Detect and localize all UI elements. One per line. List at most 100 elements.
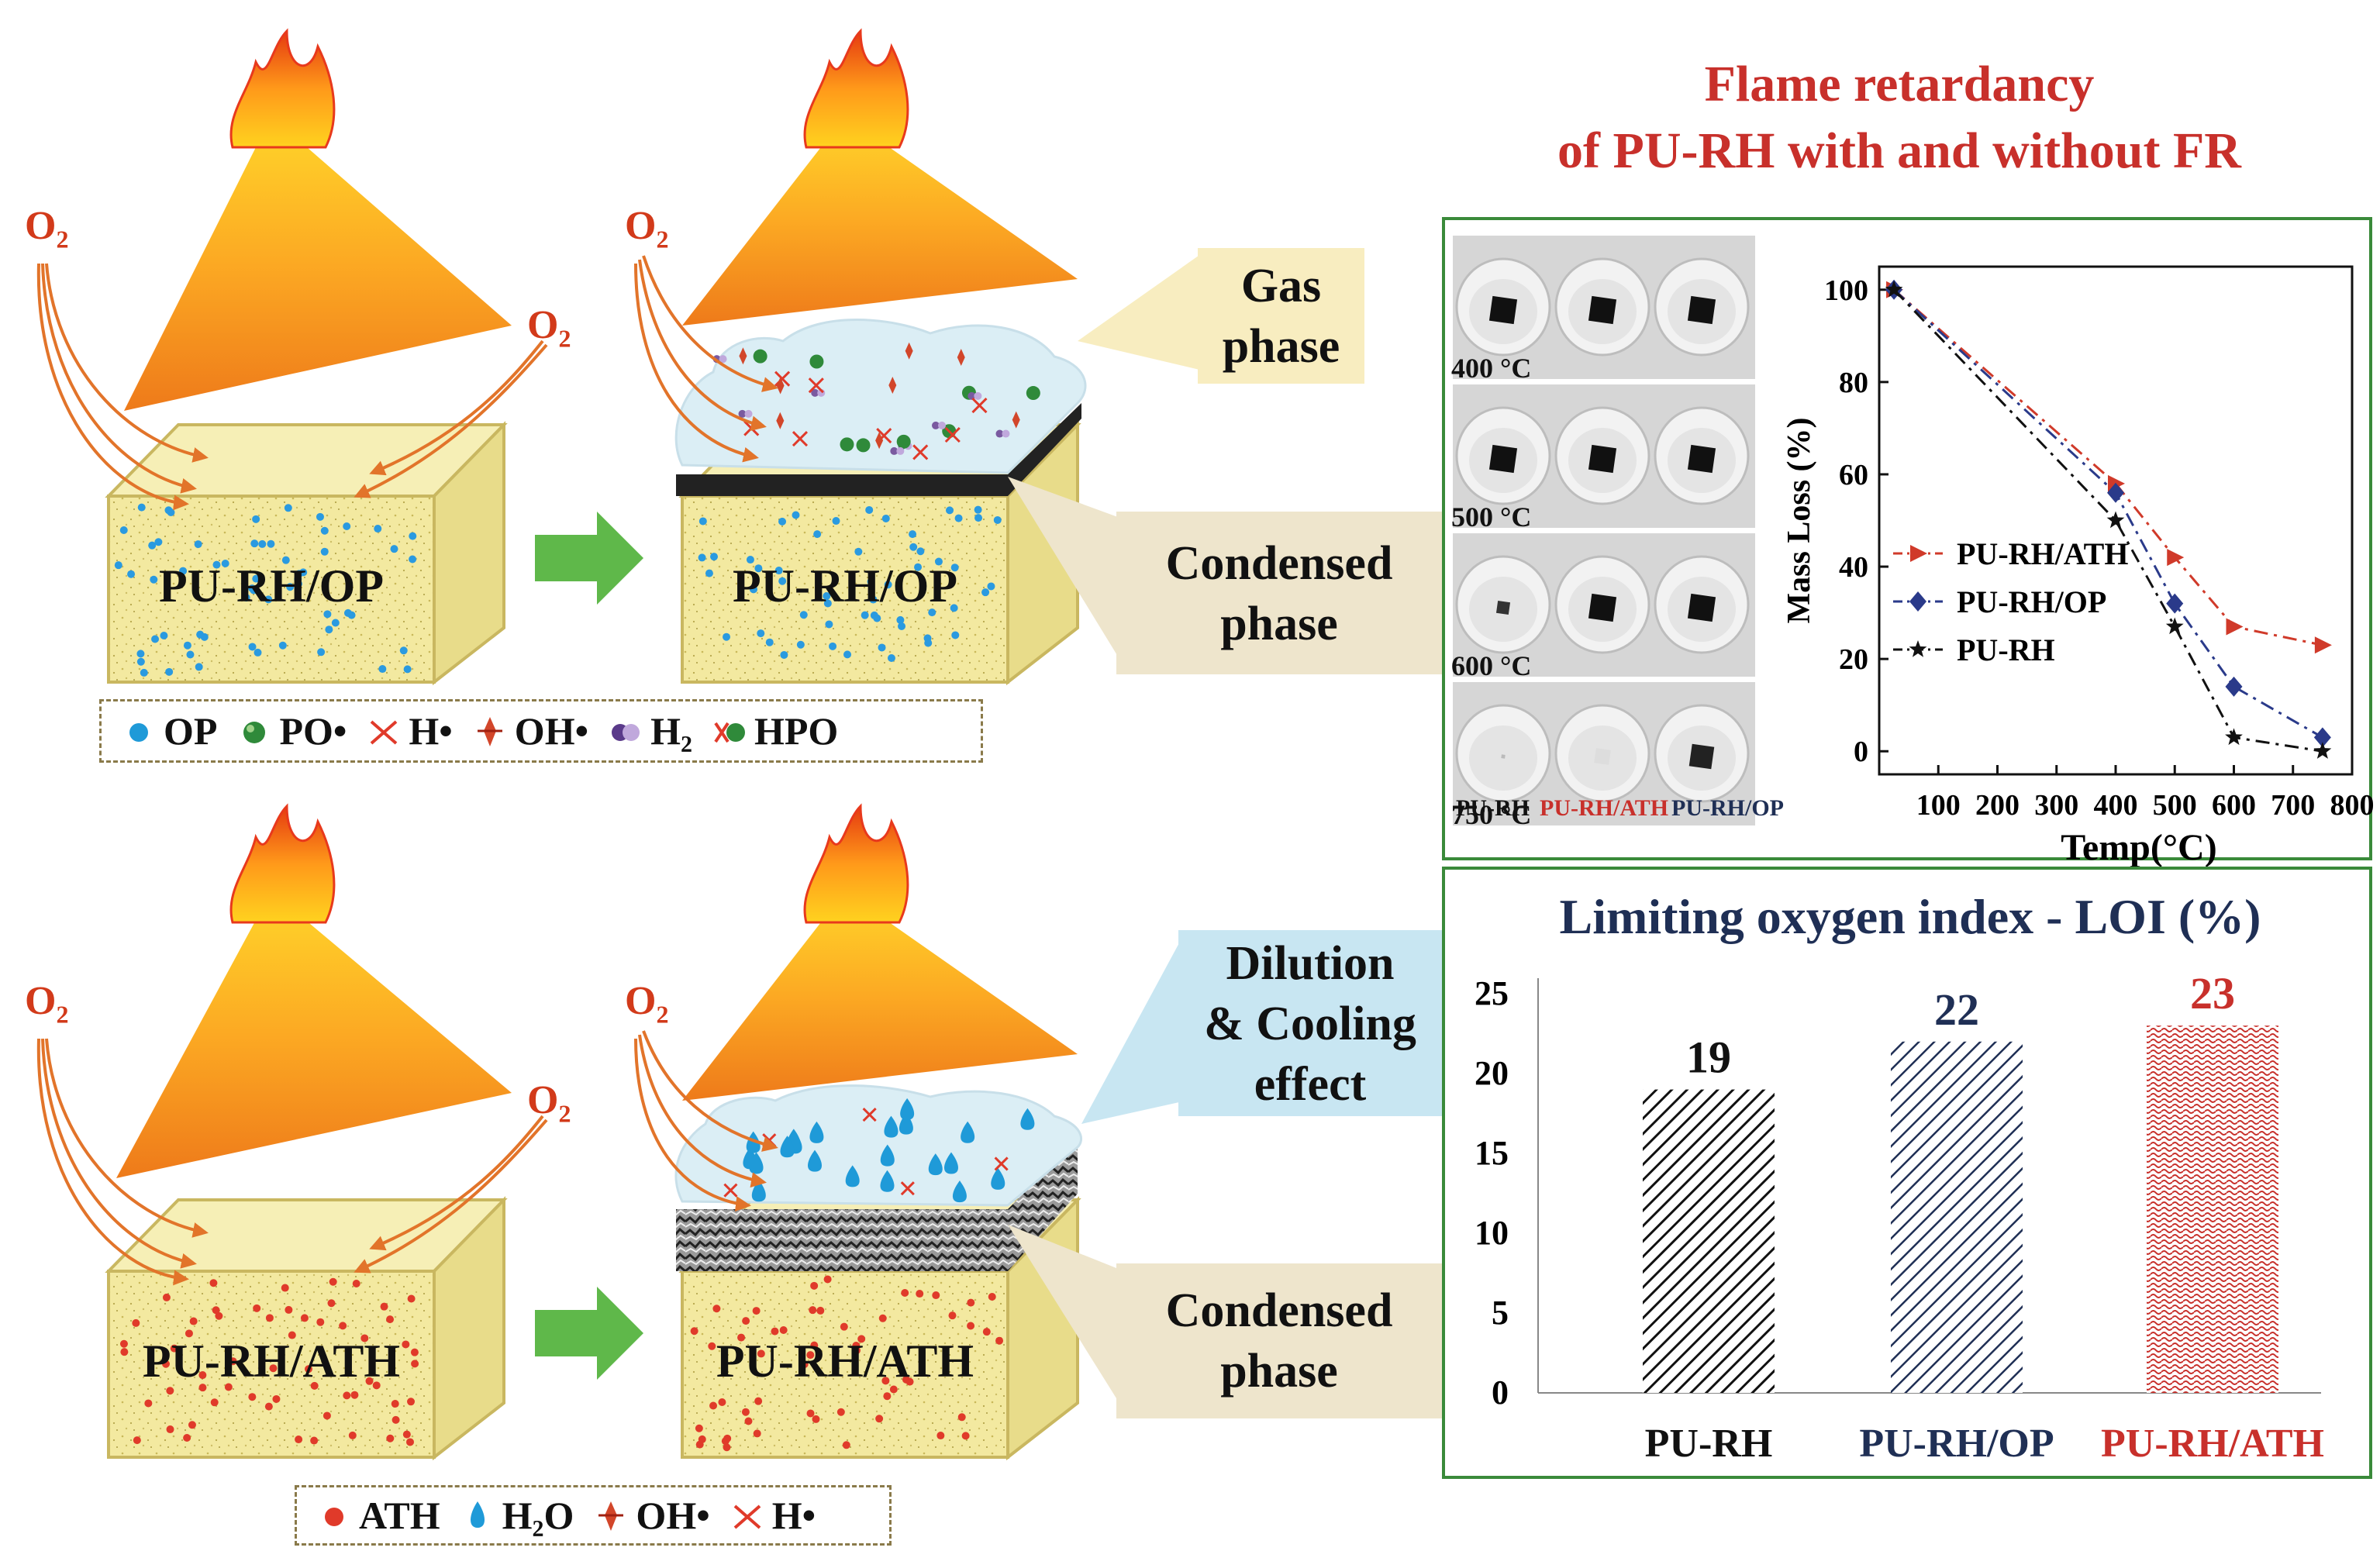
particle-dot: [902, 1375, 910, 1384]
particle-dot: [348, 1431, 357, 1439]
water-drop-particle: [952, 1180, 967, 1203]
residue: [1588, 444, 1617, 474]
series-PU-RH/ATH: [1886, 281, 2332, 654]
top-fire-icon-1: [229, 28, 336, 149]
particle-dot: [300, 1314, 309, 1322]
h2-particle: [744, 409, 753, 418]
particle-dot: [780, 650, 788, 659]
legend-item: OH•: [594, 1493, 710, 1538]
particle-dot: [323, 1411, 331, 1420]
legend-label: H₂: [650, 709, 692, 753]
particle-dot: [753, 1429, 761, 1438]
particle-dot: [878, 1314, 887, 1322]
particle-dot: [399, 646, 408, 655]
condensed-phase-callout-pointer: [1008, 477, 1124, 667]
po-radical-particle: [896, 434, 911, 449]
particle-dot: [331, 619, 340, 627]
photo-temp-label: 400 °C: [1451, 353, 1532, 384]
particle-dot: [896, 615, 905, 624]
x-tick-label: 600: [2212, 789, 2256, 822]
top-op-dots-2: [698, 505, 1002, 662]
top-op-dots: [114, 503, 417, 677]
particle-dot: [869, 595, 878, 604]
particle-dot: [150, 575, 158, 584]
particle-dot: [779, 1326, 788, 1335]
particle-dot: [792, 511, 800, 519]
particle-dot: [916, 1290, 924, 1298]
photo-sample-label-3: PU-RH/OP: [1671, 795, 1784, 821]
particle-dot: [778, 577, 787, 585]
data-point: [2166, 593, 2184, 614]
residue: [1687, 295, 1716, 325]
particle-dot: [185, 1329, 193, 1338]
particle-dot: [269, 1364, 278, 1373]
particle-dot: [339, 1322, 347, 1330]
h-radical-particle: [808, 377, 824, 394]
water-drop-particle: [880, 1144, 895, 1167]
y-tick-label: 5: [1492, 1294, 1509, 1332]
residue: [1488, 444, 1518, 474]
particle-dot: [310, 1436, 319, 1445]
particle-dot: [403, 665, 412, 674]
particle-dot: [372, 1381, 381, 1390]
particle-dot: [295, 1436, 303, 1444]
po-radical-icon: [243, 722, 266, 743]
legend-item: PO•: [237, 708, 347, 753]
particle-dot: [343, 522, 351, 531]
gas-phase-label: Gas phase: [1222, 260, 1340, 373]
h-radical-particle: [862, 1107, 877, 1122]
figure-title: Flame retardancy of PU-RH with and witho…: [1426, 51, 2372, 184]
legend-entry: PU-RH/OP: [1893, 584, 2106, 619]
water-drop-particle: [807, 1149, 822, 1172]
x-tick-label: 400: [2094, 789, 2138, 822]
water-drop-icon: [470, 1501, 485, 1528]
particle-dot: [723, 632, 731, 641]
photo-500: [1453, 384, 1755, 528]
particle-dot: [723, 1443, 731, 1452]
particle-dot: [718, 1398, 726, 1407]
particle-dot: [909, 530, 917, 539]
particle-dot: [746, 556, 754, 564]
particle-dot: [317, 648, 326, 657]
photo-sample-label-1: PU-RH: [1456, 795, 1530, 821]
x-tick-label: 500: [2153, 789, 2197, 822]
particle-dot: [162, 1360, 171, 1368]
data-point: [1910, 545, 1927, 562]
legend-label: H•: [409, 709, 453, 753]
water-drop-particle: [884, 1115, 899, 1138]
legend-entry: PU-RH: [1893, 632, 2055, 667]
particle-dot: [765, 638, 774, 646]
particle-dot: [323, 610, 332, 619]
particle-dot: [836, 1408, 845, 1416]
y-tick-label: 20: [1475, 1054, 1509, 1092]
water-drop-particle: [845, 1165, 860, 1187]
particle-dot: [800, 1360, 809, 1369]
particle-dot: [865, 505, 874, 514]
gas-phase-callout-bg: [1198, 248, 1364, 384]
particle-dot: [390, 545, 398, 553]
mechanism-schematic: [36, 28, 1442, 1461]
particle-dot: [924, 639, 933, 647]
y-tick-label: 10: [1475, 1214, 1509, 1252]
series-line: [1892, 288, 2323, 753]
y-axis-label: Mass Loss (%): [1782, 417, 1817, 623]
particle-dot: [186, 650, 195, 659]
bottom-transition-arrow: [535, 1287, 643, 1380]
h-radical-particle: [900, 1181, 915, 1196]
top-gas-cloud: [674, 319, 1087, 474]
particle-dot: [857, 1335, 866, 1343]
particle-dot: [132, 1318, 140, 1327]
particle-dot: [914, 563, 923, 571]
particle-dot: [981, 588, 990, 597]
legend-item: ATH: [317, 1493, 440, 1538]
particle-dot: [752, 1307, 761, 1315]
h2-particle: [738, 409, 747, 418]
particle-dot: [778, 517, 787, 526]
particle-dot: [705, 569, 713, 577]
particle-dot: [951, 631, 960, 639]
po-radical-particle: [856, 438, 871, 453]
data-point: [2313, 742, 2332, 759]
legend-item: OP: [122, 708, 217, 753]
hpo-molecule-icon: [714, 722, 745, 743]
particle-dot: [133, 1436, 141, 1445]
